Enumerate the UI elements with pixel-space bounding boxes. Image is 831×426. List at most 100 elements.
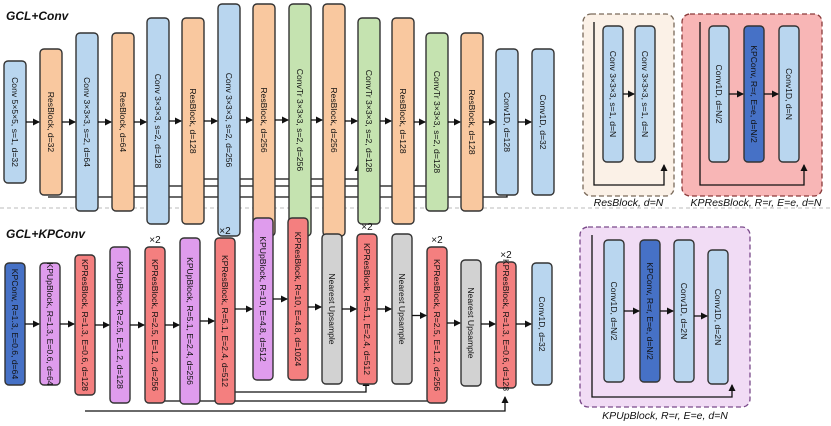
kpresblock-inset-residual <box>699 22 808 186</box>
block-conv-box <box>707 249 729 385</box>
block-label-conv1d-d-32: Conv1D, d=32 <box>537 296 547 351</box>
block-kpconv: KPConv, R=1.3, E=0.6, d=64 <box>4 262 26 386</box>
block-kpresblock: KPResBlock, R=5.1, E=2.4, d=512 <box>214 237 236 405</box>
block-conv-box <box>673 239 695 383</box>
block-kpconv: KPConv, R=r, E=e, d=N/2 <box>743 25 765 163</box>
block-kpresblock: KPResBlock, R=1.3, E=0.6, d=128 <box>495 259 517 391</box>
block-kpupblock: KPUpBlock, R=1.3, E=0.6, d=64 <box>39 262 61 386</box>
block-label-conv1d-d-n-2: Conv1D, d=N/2 <box>714 65 724 124</box>
block-resblock-box <box>391 17 415 225</box>
kpresblock-inset-caption: KPResBlock, R=r, E=e, d=N <box>690 197 821 209</box>
block-kpresblock-box <box>426 246 448 404</box>
kpupblock-inset-blocks: Conv1D, d=N/2 KPConv, R=r, E=e, d=N/2 Conv… <box>603 239 729 385</box>
block-kpresblock: KPResBlock, R=5.1, E=2.4, d=512 <box>356 233 378 385</box>
block-label-conv1d-d-2n: Conv1D, d=2N <box>679 283 689 340</box>
resblock-inset-caption: ResBlock, d=N <box>594 197 664 209</box>
block-label-kpupblock-r-2-5-e-1-2-d-128: KPUpBlock, R=2.5, E=1.2, d=128 <box>115 261 125 389</box>
block-convtr: ConvTr 3×3×3, s=2, d=256 <box>288 3 312 237</box>
block-conv: Conv1D, d=128 <box>495 48 519 196</box>
block-kpresblock-box <box>495 261 517 389</box>
block-kpconv: KPConv, R=r, E=e, d=N/2 <box>639 239 661 383</box>
block-kpresblock-box <box>287 217 309 381</box>
top-section-title: GCL+Conv <box>6 9 70 23</box>
kpresblock-inset-blocks: Conv1D, d=N/2 KPConv, R=r, E=e, d=N/2 Conv… <box>708 25 800 163</box>
block-label-resblock-d-64: ResBlock, d=64 <box>118 92 128 153</box>
repetition-markers: ×2 ×2 ×2 ×2 ×2 <box>149 222 512 261</box>
block-label-nearest-upsample: Nearest Upsample <box>397 273 407 344</box>
block-label-kpupblock-r-5-1-e-2-4-d-256: KPUpBlock, R=5.1, E=2.4, d=256 <box>185 257 195 385</box>
block-label-conv-3x3x3-s-2-d-64: Conv 3×3×3, s=2, d=64 <box>82 77 92 167</box>
block-kpupblock: KPUpBlock, R=2.5, E=1.2, d=128 <box>109 246 131 404</box>
block-label-kpresblock-r-2-5-e-1-2-d-256: KPResBlock, R=2.5, E=1.2, d=256 <box>432 259 442 391</box>
block-kpresblock: KPResBlock, R=10, E=4.8, d=1024 <box>287 217 309 381</box>
block-conv: Conv 3×3×3, s=2, d=128 <box>146 17 170 225</box>
block-conv: Conv1D, d=N/2 <box>708 25 730 163</box>
block-resblock: ResBlock, d=128 <box>391 17 415 225</box>
block-kpupblock: KPUpBlock, R=5.1, E=2.4, d=256 <box>179 237 201 405</box>
block-conv: Conv 3×3×3, s=1, d=N <box>602 25 624 163</box>
top-chain: Conv 5×5×5, s=1, d=32 ResBlock, d=32 Conv … <box>3 3 555 237</box>
block-label-conv-5x5x5-s-1-d-32: Conv 5×5×5, s=1, d=32 <box>10 77 20 167</box>
block-label-conv1d-d-128: Conv1D, d=128 <box>502 92 512 152</box>
block-conv: Conv1D, d=2N <box>673 239 695 383</box>
block-label-kpresblock-r-5-1-e-2-4-d-512: KPResBlock, R=5.1, E=2.4, d=512 <box>362 243 372 375</box>
repeat-x2-marker: ×2 <box>431 235 443 246</box>
block-conv: Conv 3×3×3, s=2, d=64 <box>75 32 99 212</box>
repeat-x2-marker: ×2 <box>500 250 512 261</box>
block-upsample: Nearest Upsample <box>460 259 482 387</box>
block-conv: Conv 3×3×3, s=1, d=N <box>634 25 656 163</box>
kpupblock-inset-caption: KPUpBlock, R=r, E=e, d=N <box>602 410 728 422</box>
block-conv: Conv1D, d=2N <box>707 249 729 385</box>
block-label-resblock-d-256: ResBlock, d=256 <box>259 87 269 152</box>
block-label-conv1d-d-2n: Conv1D, d=2N <box>713 289 723 346</box>
block-upsample-box <box>460 259 482 387</box>
block-upsample: Nearest Upsample <box>321 233 343 385</box>
block-resblock: ResBlock, d=32 <box>39 48 63 196</box>
block-kpresblock-box <box>214 237 236 405</box>
block-kpupblock: KPUpBlock, R=10, E=4.8, d=512 <box>252 217 274 381</box>
block-label-convtr-3x3x3-s-2-d-128: ConvTr 3×3×3, s=2, d=128 <box>432 71 442 174</box>
block-label-convtr-3x3x3-s-2-d-128: ConvTr 3×3×3, s=2, d=128 <box>364 70 374 173</box>
bottom-section-title: GCL+KPConv <box>6 227 86 241</box>
block-convtr: ConvTr 3×3×3, s=2, d=128 <box>425 32 449 212</box>
block-label-conv-3x3x3-s-1-d-n: Conv 3×3×3, s=1, d=N <box>640 51 650 137</box>
block-label-nearest-upsample: Nearest Upsample <box>466 287 476 358</box>
block-label-kpupblock-r-1-3-e-0-6-d-64: KPUpBlock, R=1.3, E=0.6, d=64 <box>45 262 55 385</box>
block-label-convtr-3x3x3-s-2-d-256: ConvTr 3×3×3, s=2, d=256 <box>295 69 305 172</box>
block-label-conv-3x3x3-s-2-d-256: Conv 3×3×3, s=2, d=256 <box>224 73 234 168</box>
block-conv: Conv 3×3×3, s=2, d=256 <box>217 3 241 237</box>
block-conv: Conv1D, d=N <box>778 25 800 163</box>
block-conv-box <box>531 48 555 196</box>
block-label-kpconv-r-1-3-e-0-6-d-64: KPConv, R=1.3, E=0.6, d=64 <box>10 269 20 380</box>
repeat-x2-marker: ×2 <box>219 226 231 237</box>
block-label-conv-3x3x3-s-2-d-128: Conv 3×3×3, s=2, d=128 <box>153 74 163 169</box>
block-label-resblock-d-256: ResBlock, d=256 <box>329 87 339 152</box>
block-resblock: ResBlock, d=128 <box>181 17 205 225</box>
block-label-kpresblock-r-1-3-e-0-6-d-128: KPResBlock, R=1.3, E=0.6, d=128 <box>501 259 511 391</box>
block-conv: Conv 5×5×5, s=1, d=32 <box>3 60 27 184</box>
block-kpresblock: KPResBlock, R=1.3, E=0.6, d=128 <box>74 254 96 396</box>
block-label-kpresblock-r-10-e-4-8-d-1024: KPResBlock, R=10, E=4.8, d=1024 <box>293 232 303 367</box>
block-label-conv1d-d-n-2: Conv1D, d=N/2 <box>609 282 619 341</box>
block-conv: Conv1D, d=32 <box>531 48 555 196</box>
repeat-x2-marker: ×2 <box>361 222 373 233</box>
repeat-x2-marker: ×2 <box>149 235 161 246</box>
skip-connection <box>225 379 370 393</box>
resblock-inset-panel <box>582 13 675 197</box>
resblock-inset-residual <box>593 22 668 186</box>
block-label-resblock-d-128: ResBlock, d=128 <box>398 88 408 153</box>
block-resblock: ResBlock, d=256 <box>252 3 276 237</box>
block-kpresblock: KPResBlock, R=2.5, E=1.2, d=256 <box>426 246 448 404</box>
block-label-conv1d-d-n: Conv1D, d=N <box>784 68 794 120</box>
block-label-kpconv-r-r-e-e-d-n-2: KPConv, R=r, E=e, d=N/2 <box>749 45 759 143</box>
block-label-kpupblock-r-10-e-4-8-d-512: KPUpBlock, R=10, E=4.8, d=512 <box>258 236 268 362</box>
block-label-nearest-upsample: Nearest Upsample <box>327 273 337 344</box>
block-conv-box <box>778 25 800 163</box>
kpupblock-inset-residual <box>591 235 736 398</box>
block-label-resblock-d-128: ResBlock, d=128 <box>467 89 477 154</box>
block-label-resblock-d-32: ResBlock, d=32 <box>46 92 56 153</box>
block-upsample-box <box>391 233 413 385</box>
skip-connection <box>85 396 509 412</box>
block-upsample: Nearest Upsample <box>391 233 413 385</box>
